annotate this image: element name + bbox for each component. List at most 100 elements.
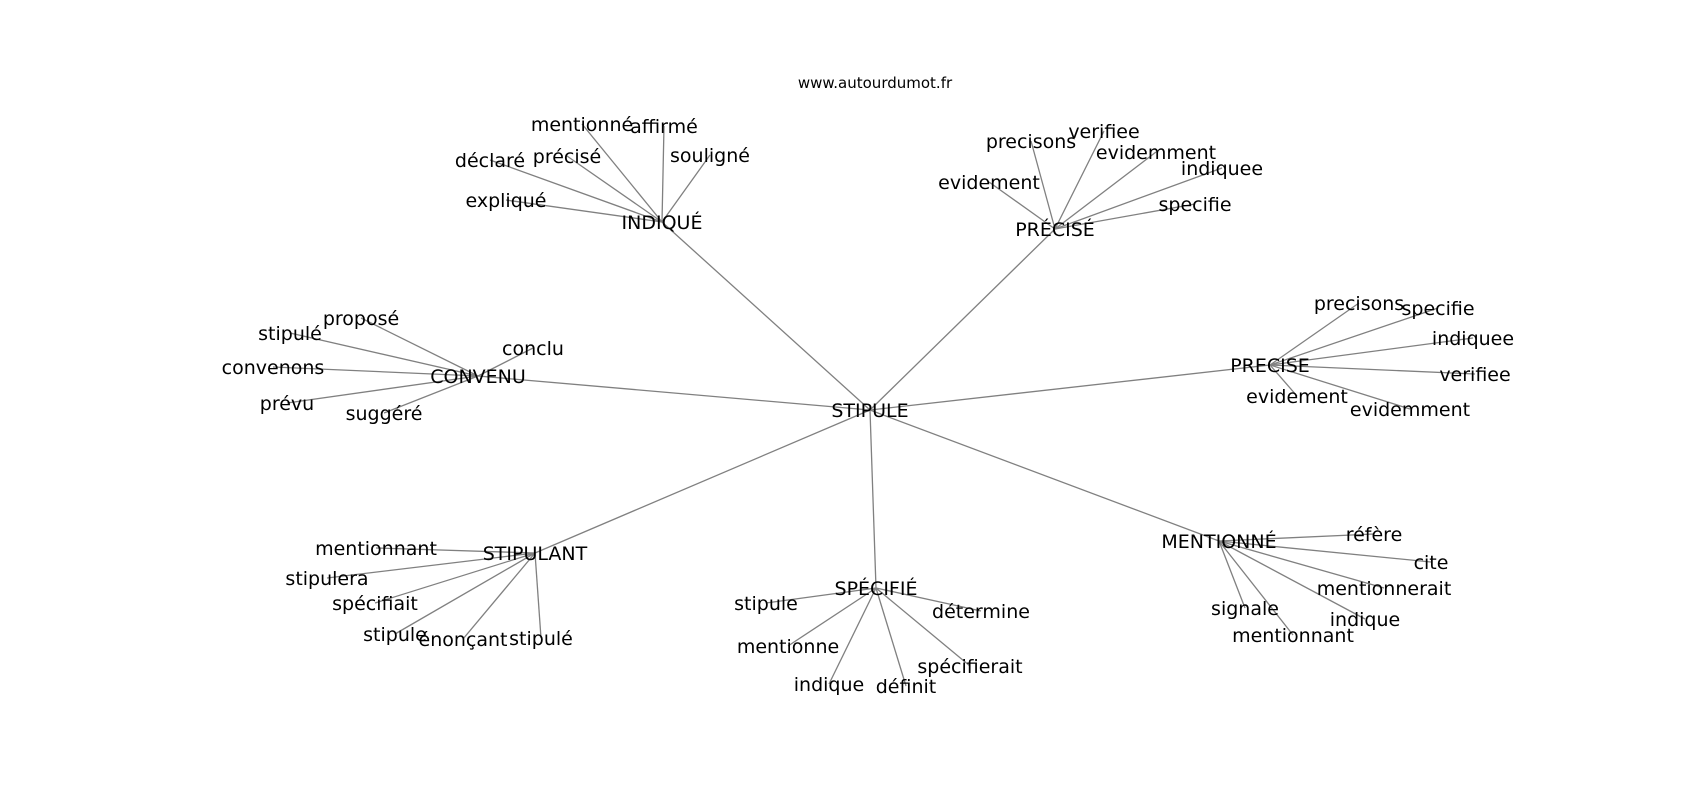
leaf-word-label: stipulé: [509, 628, 573, 650]
leaf-word-label: verifiee: [1439, 364, 1510, 386]
leaf-word-label: evidemment: [1350, 399, 1470, 421]
leaf-word-label: réfère: [1346, 524, 1403, 546]
hub-to-leaf-edge: [505, 199, 663, 223]
leaf-word-label: precisons: [1314, 293, 1404, 315]
center-to-hub-edge: [534, 409, 871, 554]
leaf-word-label: stipule: [734, 593, 798, 615]
hub-to-leaf-edge: [661, 125, 665, 223]
leaf-word-label: verifiee: [1068, 121, 1139, 143]
leaf-word-label: signale: [1211, 598, 1279, 620]
hub-word-label: PRÉCISÉ: [1015, 218, 1095, 241]
leaf-word-label: indique: [794, 674, 864, 696]
leaf-word-label: indiquee: [1432, 328, 1514, 350]
hub-to-leaf-edge: [875, 587, 982, 612]
hub-to-leaf-edge: [477, 347, 534, 377]
hub-to-leaf-edge: [534, 552, 542, 639]
leaf-word-label: souligné: [670, 145, 750, 167]
leaf-word-label: spécifiait: [332, 593, 418, 615]
leaf-word-label: détermine: [932, 601, 1030, 623]
leaf-word-label: spécifierait: [917, 656, 1022, 678]
hub-to-leaf-edge: [1218, 533, 1375, 542]
center-to-hub-edge: [869, 409, 877, 589]
hub-to-leaf-edge: [374, 552, 536, 604]
leaf-word-label: convenons: [222, 357, 325, 379]
leaf-word-label: mentionnant: [315, 538, 437, 560]
leaf-word-label: evidemment: [1096, 142, 1216, 164]
hub-to-leaf-edge: [1218, 540, 1366, 620]
hub-to-leaf-edge: [765, 587, 877, 604]
hub-to-leaf-edge: [1269, 337, 1474, 366]
center-to-hub-edge: [869, 228, 1056, 411]
leaf-word-label: specifie: [1401, 298, 1474, 320]
hub-to-leaf-edge: [875, 587, 907, 687]
hub-to-leaf-edge: [1054, 203, 1196, 230]
hub-to-leaf-edge: [1269, 364, 1411, 410]
hub-word-label: INDIQUÉ: [622, 211, 703, 234]
hub-to-leaf-edge: [828, 587, 877, 685]
hub-to-leaf-edge: [286, 375, 479, 404]
hub-to-leaf-edge: [1030, 140, 1056, 230]
hub-to-leaf-edge: [462, 552, 536, 640]
leaf-word-label: mentionnant: [1232, 625, 1354, 647]
leaf-word-label: suggéré: [346, 403, 423, 425]
hub-to-leaf-edge: [394, 552, 536, 635]
hub-to-leaf-edge: [326, 552, 536, 579]
hub-to-leaf-edge: [1269, 307, 1439, 366]
leaf-word-label: stipule: [363, 624, 427, 646]
hub-to-leaf-edge: [1218, 540, 1246, 609]
hub-to-leaf-edge: [566, 155, 663, 223]
leaf-word-label: affirmé: [630, 116, 698, 138]
hub-to-leaf-edge: [581, 123, 663, 223]
hub-to-leaf-edge: [1269, 364, 1476, 375]
leaf-word-label: proposé: [323, 308, 399, 330]
hub-to-leaf-edge: [1218, 540, 1432, 563]
leaf-word-label: evidement: [1246, 386, 1348, 408]
hub-word-label: PRECISE: [1230, 355, 1310, 377]
hub-to-leaf-edge: [787, 587, 877, 647]
hub-to-leaf-edge: [1269, 364, 1298, 397]
center-to-hub-edge: [869, 409, 1220, 542]
center-to-hub-edge: [869, 364, 1271, 411]
leaf-word-label: precisons: [986, 131, 1076, 153]
leaf-word-label: specifie: [1158, 194, 1231, 216]
leaf-word-label: prévu: [260, 393, 314, 415]
site-url: www.autourdumot.fr: [798, 74, 953, 92]
hub-word-label: SPÉCIFIÉ: [835, 577, 918, 600]
hub-to-leaf-edge: [875, 587, 971, 667]
center-word-label: STIPULE: [831, 400, 908, 422]
leaf-word-label: mentionne: [737, 636, 839, 658]
leaf-word-label: énonçant: [419, 629, 508, 651]
leaf-word-label: stipulera: [285, 568, 368, 590]
hub-to-leaf-edge: [272, 366, 479, 377]
hub-word-label: MENTIONNÉ: [1161, 530, 1276, 553]
leaf-word-label: mentionnerait: [1317, 578, 1452, 600]
hub-to-leaf-edge: [1269, 302, 1360, 366]
hub-to-leaf-edge: [988, 181, 1056, 230]
hub-to-leaf-edge: [1054, 130, 1105, 230]
hub-to-leaf-edge: [1218, 540, 1294, 636]
hub-to-leaf-edge: [661, 154, 711, 223]
hub-to-leaf-edge: [383, 375, 479, 414]
hub-to-leaf-edge: [1054, 151, 1157, 230]
leaf-word-label: définit: [876, 676, 937, 698]
edges: [272, 123, 1476, 687]
leaf-word-label: stipulé: [258, 323, 322, 345]
leaf-word-label: evidement: [938, 172, 1040, 194]
leaf-word-label: indiquee: [1181, 158, 1263, 180]
leaf-word-label: indique: [1330, 609, 1400, 631]
leaf-word-label: mentionné: [531, 114, 633, 136]
hub-word-label: CONVENU: [430, 366, 526, 388]
hub-to-leaf-edge: [489, 159, 663, 223]
leaf-word-label: déclaré: [455, 150, 525, 172]
center-to-hub-edge: [661, 221, 871, 411]
hub-to-leaf-edge: [375, 547, 536, 554]
leaf-word-label: expliqué: [465, 190, 546, 212]
leaf-word-label: précisé: [533, 146, 601, 168]
hub-word-label: STIPULANT: [483, 543, 588, 565]
hub-to-leaf-edge: [1054, 167, 1223, 230]
hub-to-leaf-edge: [360, 317, 479, 377]
hub-to-leaf-edge: [289, 332, 479, 377]
leaf-word-label: conclu: [502, 338, 564, 360]
